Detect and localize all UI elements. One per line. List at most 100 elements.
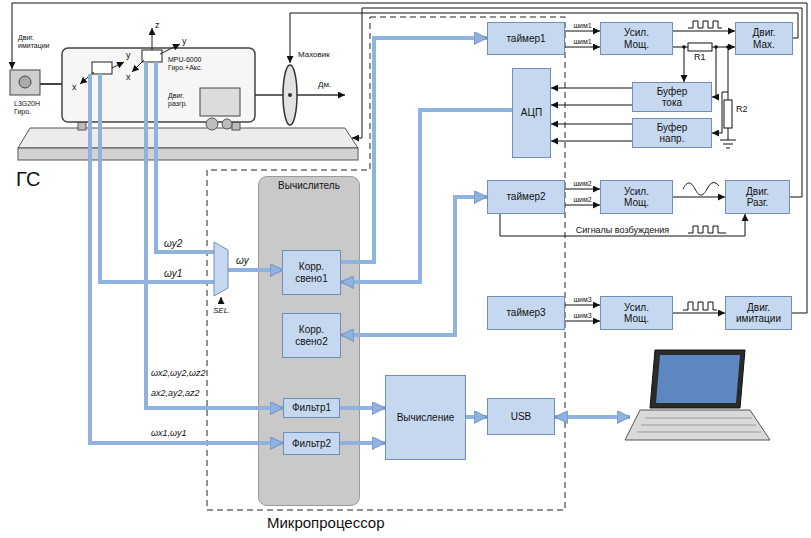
signal-arrow [673, 31, 735, 32]
signal-arrow [340, 406, 385, 410]
pulse-waveform [688, 226, 726, 233]
part-label: Маховик [298, 50, 330, 59]
process-box: АЦП [512, 68, 551, 158]
sensor-wire [156, 62, 214, 252]
box-label: USB [509, 411, 534, 423]
process-box: Вычисление [385, 375, 466, 460]
motor-shaft [40, 83, 62, 85]
label-holder: ГС [16, 168, 40, 191]
tap-wire [684, 47, 685, 82]
signal-arrow [500, 214, 745, 236]
box-label: таймер2 [504, 191, 547, 203]
process-box: Фильтр2 [283, 432, 340, 455]
part-label: Дм. [318, 80, 331, 89]
region-label: Вычислитель [259, 180, 359, 192]
part-label: Двиг. разгр. [168, 92, 198, 108]
multiplexer-symbol [214, 242, 228, 296]
label-holder: ωx1,ωy1 [151, 428, 187, 438]
label-holder: R2 [736, 104, 748, 114]
signal-name: ωx1,ωy1 [151, 428, 187, 438]
process-box: Усил. Мощ. [600, 180, 673, 214]
edge-label-holder: шим2 [573, 196, 591, 204]
junction-dot [726, 45, 730, 49]
signal-arrow [551, 141, 632, 142]
signal-arrow [466, 415, 487, 419]
signal-name: шим2 [573, 196, 591, 204]
process-box: Двиг. имитации [725, 296, 792, 330]
axis-label: y [126, 50, 131, 60]
region-outline [207, 17, 565, 510]
axis-arrow [152, 28, 153, 50]
edge-label-holder: шим2 [573, 180, 591, 188]
axis-label: y [182, 36, 187, 46]
box-label: Усил. Мощ. [615, 186, 659, 209]
motor-face [19, 76, 31, 88]
signal-arrow [673, 197, 725, 198]
process-box: Двиг. Мах. [735, 22, 793, 55]
label-holder: R1 [694, 52, 706, 62]
label-holder: y [182, 36, 187, 46]
label-holder: Двиг. имитации [18, 34, 58, 50]
axis-arrow [112, 62, 124, 68]
box-label: Корр. свено1 [287, 261, 336, 284]
label-holder: Маховик [298, 50, 330, 59]
signal-name: ωy [236, 255, 249, 267]
sensor-wire [146, 62, 283, 408]
resistor-label: R2 [736, 104, 748, 114]
feedback-wire [290, 13, 798, 63]
sensor-wire [90, 74, 283, 443]
laptop-display [656, 355, 740, 403]
process-box: USB [487, 398, 555, 435]
signal-name: ωy2 [164, 238, 182, 250]
signal-arrow [551, 88, 632, 89]
feedback-wire [12, 3, 807, 313]
signal-name: Сигналы возбуждения [576, 225, 669, 235]
label-holder: z [155, 20, 160, 30]
label-holder: ωy [236, 255, 249, 267]
box-label: Буфер напр. [650, 122, 694, 145]
process-box: Усил. Мощ. [600, 22, 673, 55]
signal-arrow [565, 189, 600, 190]
signal-arrow [341, 197, 487, 335]
edge-label-holder: шим3 [573, 296, 591, 304]
process-box: Двиг. Разг. [725, 180, 790, 214]
axis-label: x [72, 82, 77, 92]
signal-arrow [551, 105, 632, 106]
sensor-wire [228, 268, 283, 272]
feedback-wire [352, 8, 802, 197]
signal-arrow [551, 124, 632, 125]
signal-arrow [565, 31, 600, 32]
process-box: Корр. свено1 [282, 250, 341, 295]
sense-circuit [682, 43, 736, 148]
region-label: Микропроцессор [267, 514, 385, 531]
process-box: таймер3 [487, 296, 565, 330]
flywheel-disc [283, 65, 297, 125]
label-holder: Дм. [318, 80, 331, 89]
laptop-screen [650, 350, 745, 408]
box-label: таймер3 [504, 307, 547, 319]
signal-name: ωy1 [164, 268, 182, 280]
sensor-wire [90, 62, 283, 443]
signal-name: шим2 [573, 180, 591, 188]
box-label: Двиг. Мах. [744, 27, 784, 50]
box-label: Фильтр2 [290, 438, 333, 450]
process-box: таймер1 [487, 22, 565, 55]
signal-arrow [565, 321, 600, 322]
edge-label-holder: шим1 [573, 22, 591, 30]
junction-dot [714, 45, 718, 49]
flywheel [255, 65, 345, 125]
select-line [221, 297, 222, 304]
motor-body [200, 88, 240, 116]
flywheel-hub [288, 93, 292, 97]
signal-name: шим3 [573, 296, 591, 304]
feedback-wire [12, 3, 807, 313]
axis-arrow [132, 60, 144, 72]
edge-label-holder: шим1 [573, 38, 591, 46]
frame-post [232, 122, 240, 130]
box-label: Корр. свено2 [287, 324, 336, 347]
signal-name: ax2,ay2,az2 [151, 388, 200, 398]
label-holder: x [72, 82, 77, 92]
tap-wire [712, 47, 716, 97]
axis-label: z [155, 20, 160, 30]
